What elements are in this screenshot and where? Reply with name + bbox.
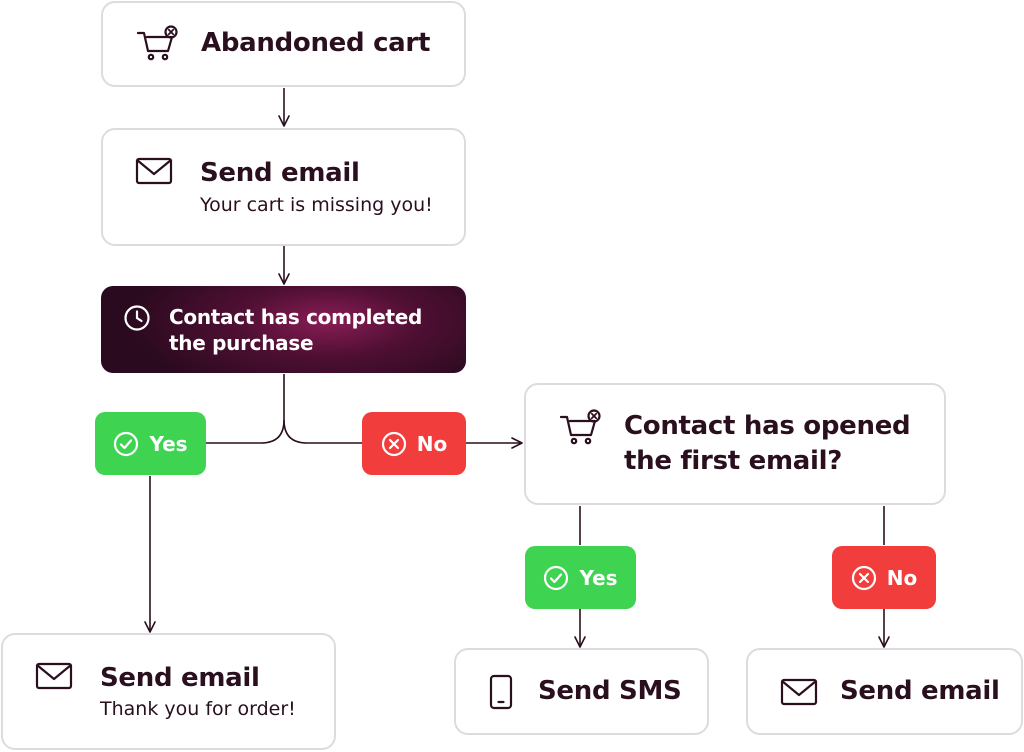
branch-yes-opened[interactable]: Yes (525, 546, 636, 609)
node-subtitle: Your cart is missing you! (200, 193, 433, 216)
branch-yes-purchased[interactable]: Yes (95, 412, 206, 475)
node-send-sms[interactable]: Send SMS (454, 648, 709, 735)
node-title: Send email (100, 662, 260, 693)
branch-label: No (886, 565, 918, 590)
cart-x-icon (558, 409, 604, 447)
branch-no-purchased[interactable]: No (362, 412, 466, 475)
envelope-icon (780, 678, 818, 706)
node-abandoned-cart[interactable]: Abandoned cart (101, 1, 466, 87)
branch-label: Yes (579, 565, 618, 590)
connector-decision-to-no (283, 419, 362, 444)
node-title: Abandoned cart (201, 28, 431, 59)
decision-completed-purchase[interactable]: Contact has completed the purchase (101, 286, 466, 373)
branch-label: Yes (149, 431, 188, 456)
clock-icon (123, 304, 151, 336)
node-title: Send email (200, 158, 360, 189)
node-send-email-followup[interactable]: Send email (746, 648, 1023, 735)
connector-decision-to-yes (206, 374, 285, 444)
x-circle-icon (851, 565, 877, 591)
check-circle-icon (543, 565, 569, 591)
decision-opened-first-email[interactable]: Contact has opened the first email? (524, 383, 946, 505)
decision-title: Contact has opened the first email? (624, 410, 911, 476)
cart-x-icon (135, 25, 181, 63)
envelope-icon (135, 157, 173, 185)
node-subtitle: Thank you for order! (100, 698, 296, 721)
node-title: Send SMS (538, 675, 682, 706)
branch-label: No (416, 431, 448, 456)
x-circle-icon (381, 431, 407, 457)
phone-icon (486, 674, 516, 710)
node-title: Send email (840, 675, 1000, 706)
check-circle-icon (113, 431, 139, 457)
decision-title: Contact has completed the purchase (169, 304, 423, 355)
node-send-email-thanks[interactable]: Send email Thank you for order! (1, 633, 336, 750)
node-send-email-reminder[interactable]: Send email Your cart is missing you! (101, 128, 466, 246)
branch-no-opened[interactable]: No (832, 546, 936, 609)
envelope-icon (35, 662, 73, 690)
